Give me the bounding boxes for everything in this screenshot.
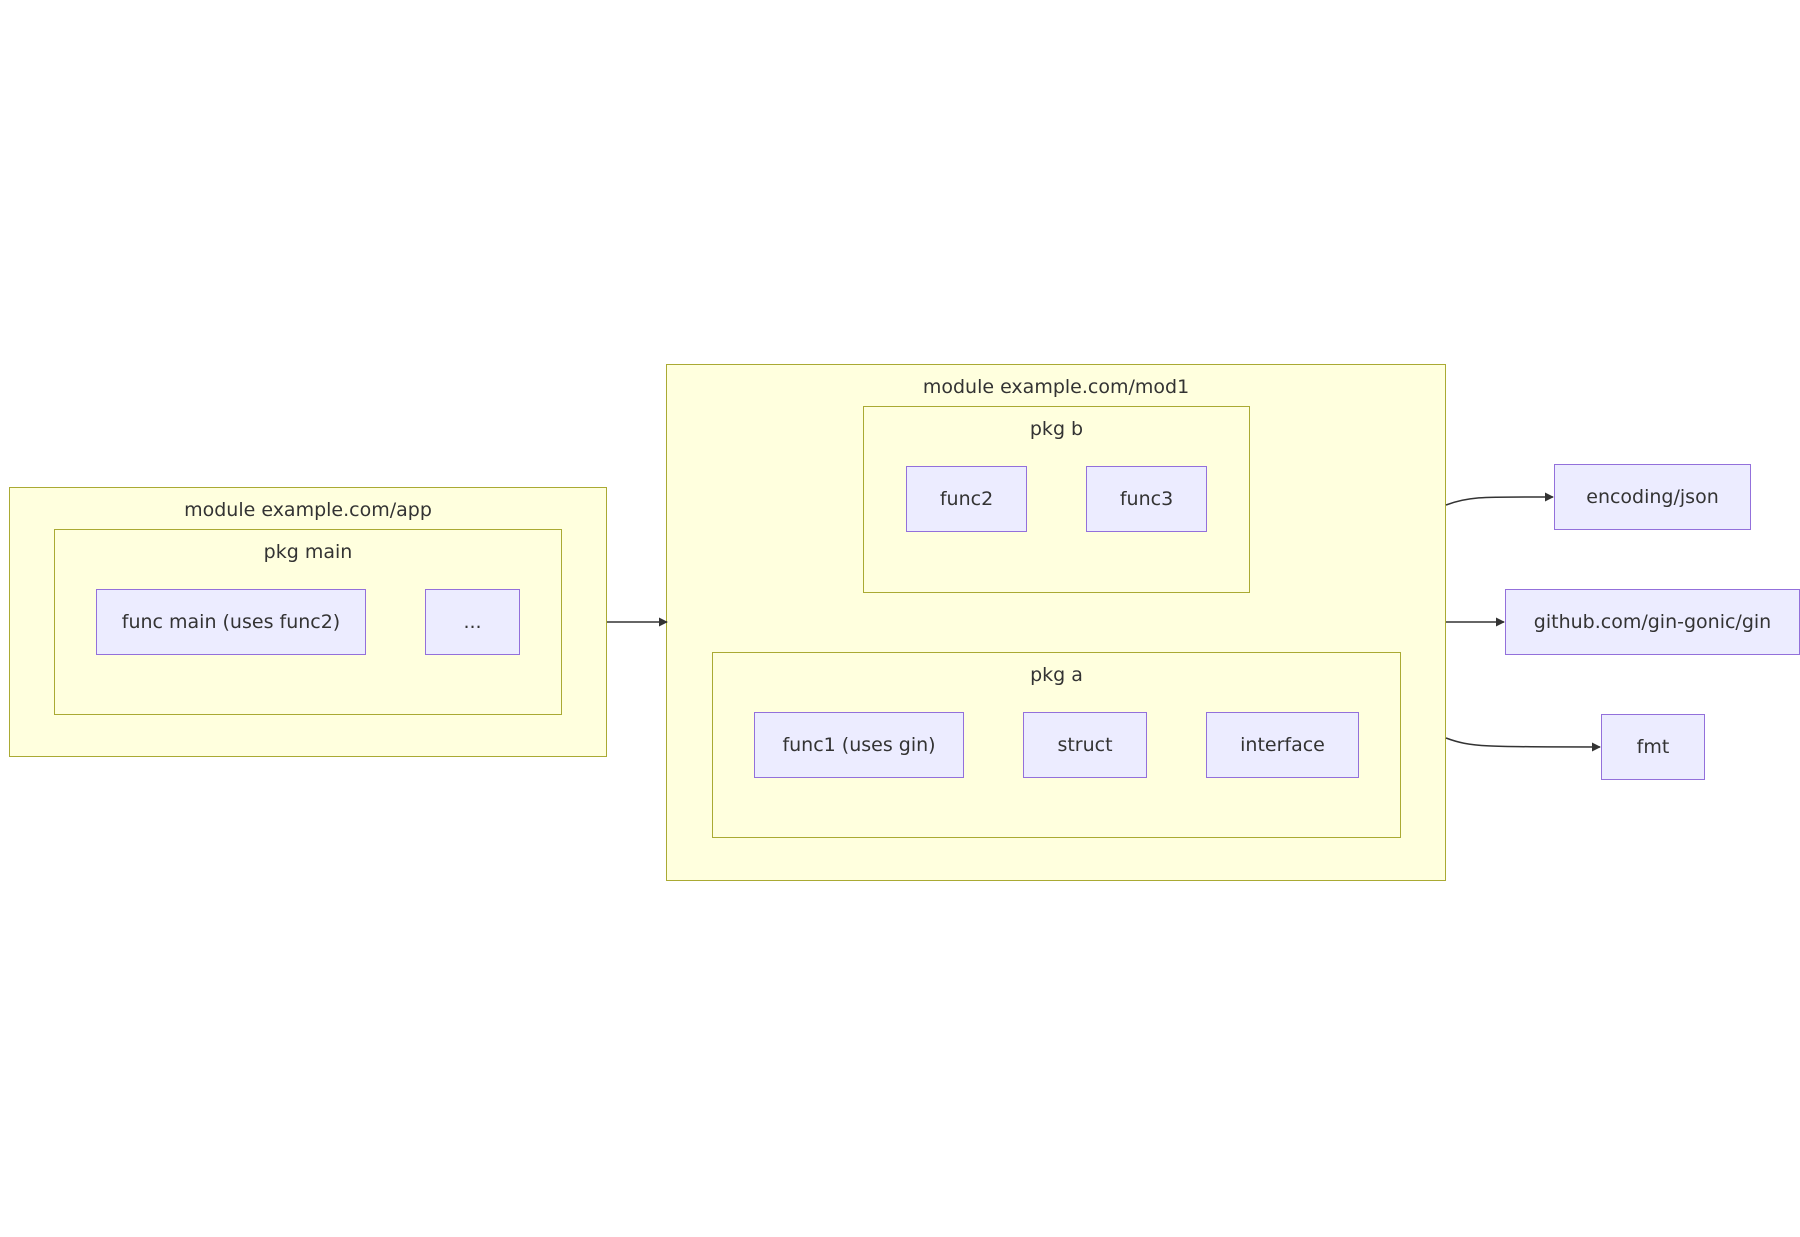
module-mod1-title: module example.com/mod1 [922,376,1190,398]
pkg-main-title: pkg main [263,541,353,563]
pkg-a-title: pkg a [1030,664,1083,686]
node-func3[interactable]: func3 [1086,466,1207,532]
node-fmt[interactable]: fmt [1601,714,1705,780]
node-func2[interactable]: func2 [906,466,1027,532]
module-app-title: module example.com/app [184,499,432,521]
pkg-b-title: pkg b [1029,418,1084,440]
edge-mod1-to-encoding-json [1445,492,1554,506]
node-ellipsis[interactable]: ... [425,589,520,655]
node-struct[interactable]: struct [1023,712,1147,778]
edge-mod1-to-fmt [1445,737,1601,752]
node-interface[interactable]: interface [1206,712,1359,778]
node-gin[interactable]: github.com/gin-gonic/gin [1505,589,1800,655]
node-func-main[interactable]: func main (uses func2) [96,589,366,655]
node-func1[interactable]: func1 (uses gin) [754,712,964,778]
node-encoding-json[interactable]: encoding/json [1554,464,1751,530]
